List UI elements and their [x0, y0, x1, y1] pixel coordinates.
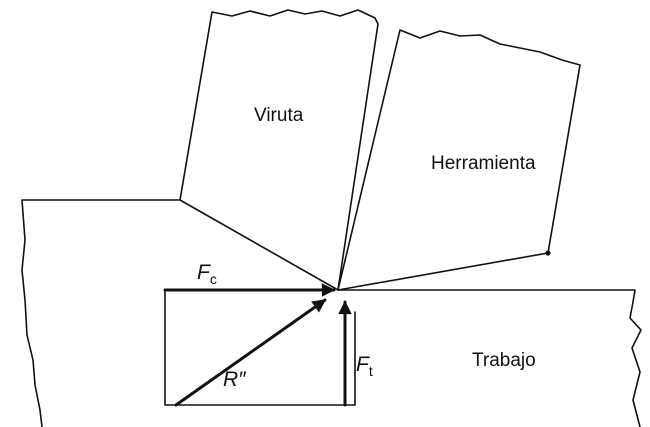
tool-outline [337, 29, 581, 291]
tool-corner-point [545, 250, 551, 256]
resultant-force-arrow [174, 298, 327, 407]
workpiece-outline [21, 199, 642, 427]
thrust-force-label: Ft [356, 353, 373, 379]
thrust-force-symbol: F [356, 353, 370, 376]
force-rectangle [164, 289, 356, 406]
cutting-force-subscript: c [210, 271, 217, 287]
workpiece-label: Trabajo [472, 350, 536, 371]
thrust-force-subscript: t [369, 363, 373, 379]
chip-label: Viruta [254, 105, 304, 126]
chip-outline [179, 9, 379, 291]
cutting-force-label: Fc [197, 261, 217, 287]
cutting-force-symbol: F [197, 261, 211, 284]
resultant-force-label: R″ [223, 368, 247, 391]
tool-label: Herramienta [431, 153, 536, 174]
